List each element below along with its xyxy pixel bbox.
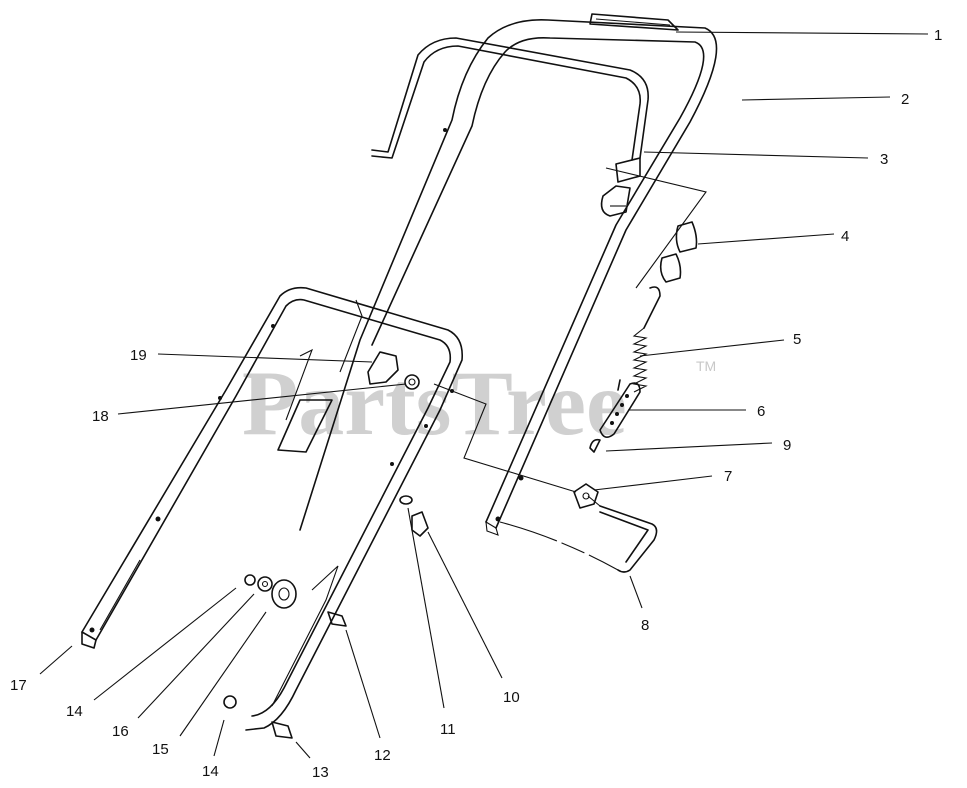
leader-lines <box>39 31 929 759</box>
callout-3: 3 <box>880 151 888 168</box>
callout-10: 10 <box>503 689 520 706</box>
part-hairpin <box>589 438 601 453</box>
callout-labels: 1 2 3 4 5 6 9 7 8 19 18 17 14 16 15 14 1… <box>10 27 942 781</box>
part-cable-clamp <box>367 351 399 385</box>
part-washer <box>399 495 413 505</box>
part-cable-fitting <box>659 221 698 283</box>
callout-11: 11 <box>440 721 456 738</box>
callout-14-upper: 14 <box>66 703 83 720</box>
part-grip-cover <box>589 13 679 31</box>
part-bolt-lower <box>271 721 293 739</box>
callout-1: 1 <box>934 27 942 44</box>
callout-12: 12 <box>374 747 391 764</box>
part-lower-handle <box>81 286 464 731</box>
watermark-trademark: TM <box>696 358 716 374</box>
part-cable-bracket <box>573 483 599 509</box>
part-knob <box>411 511 429 537</box>
callout-15: 15 <box>152 741 169 758</box>
callout-16: 16 <box>112 723 129 740</box>
part-spring <box>617 286 661 393</box>
part-bolt-upper <box>327 611 347 627</box>
callout-2: 2 <box>901 91 909 108</box>
callout-9: 9 <box>783 437 791 454</box>
control-cable <box>433 383 577 493</box>
part-pivot-hardware <box>244 574 297 609</box>
part-cable-guide <box>277 299 363 453</box>
callout-4: 4 <box>841 228 849 245</box>
part-adjust-plate <box>599 382 641 438</box>
callout-7: 7 <box>724 468 732 485</box>
callout-14-lower: 14 <box>202 763 219 780</box>
part-anchor-wire <box>499 495 658 573</box>
watermark-brand: PartsTree <box>242 352 627 454</box>
callout-17: 17 <box>10 677 27 694</box>
callout-13: 13 <box>312 764 329 781</box>
callout-18: 18 <box>92 408 109 425</box>
part-nut-lower <box>223 695 237 709</box>
part-bail-bar <box>371 37 649 217</box>
control-cable-upper <box>605 167 707 289</box>
part-upper-handle <box>299 19 718 536</box>
callout-5: 5 <box>793 331 801 348</box>
callout-6: 6 <box>757 403 765 420</box>
callout-8: 8 <box>641 617 649 634</box>
callout-19: 19 <box>130 347 147 364</box>
part-washer-nut <box>404 374 420 390</box>
